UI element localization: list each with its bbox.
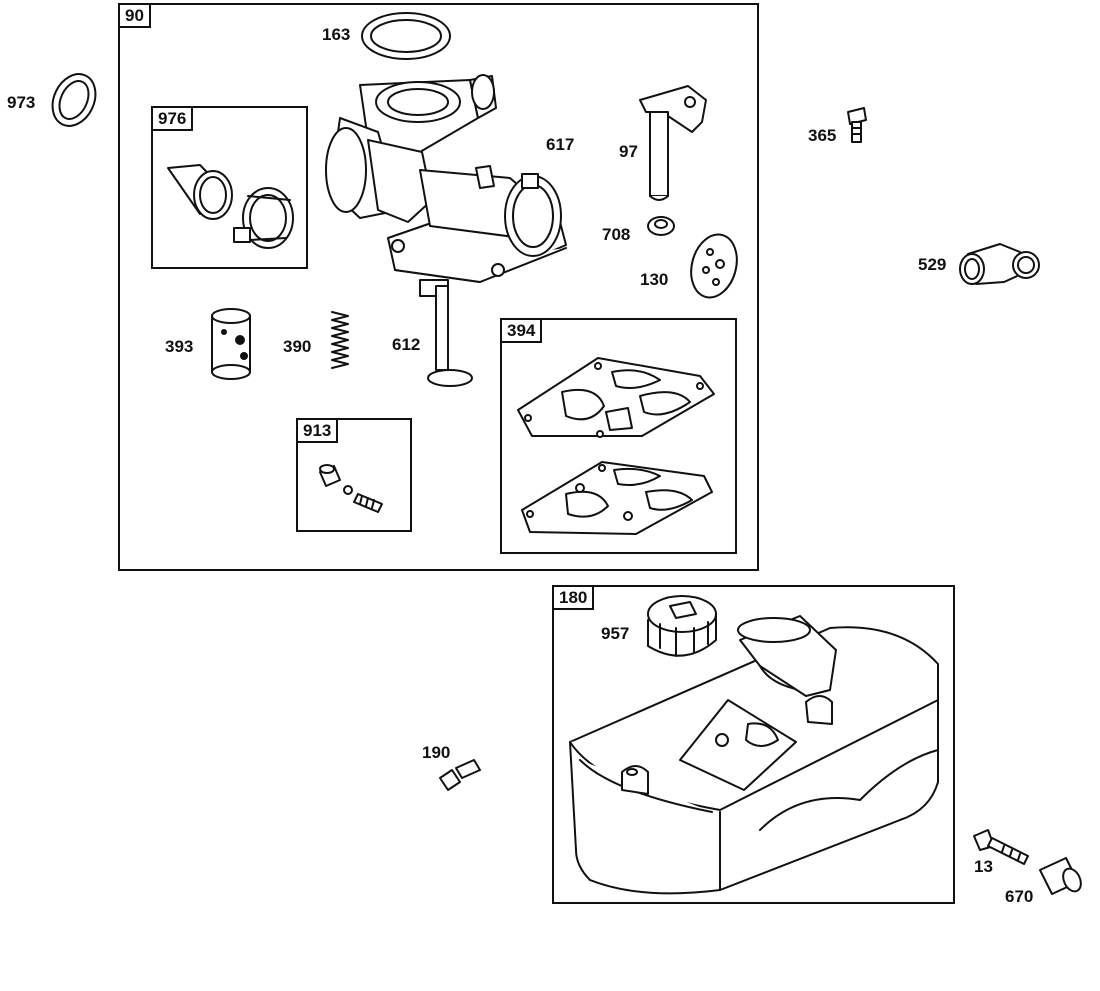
part-label-973: 973 <box>7 93 36 112</box>
part-612-needle <box>427 285 473 387</box>
part-label-190: 190 <box>422 743 451 762</box>
part-label-97: 97 <box>619 142 638 161</box>
part-97-throttle-shaft <box>639 85 707 201</box>
part-label-617: 617 <box>546 135 575 154</box>
part-13-bolt <box>973 829 1029 865</box>
part-90-carburetor <box>325 74 567 297</box>
part-label-529: 529 <box>918 255 947 274</box>
part-390-spring <box>331 311 349 369</box>
kit-label-913: 913 <box>296 418 339 443</box>
part-label-708: 708 <box>602 225 631 244</box>
part-394-gaskets <box>517 357 715 535</box>
part-365-screw <box>847 107 867 143</box>
part-913-valve-set <box>319 464 383 513</box>
part-529-elbow <box>959 243 1040 285</box>
part-label-612: 612 <box>392 335 421 354</box>
kit-label-976: 976 <box>151 106 194 131</box>
kit-box-394: 394 <box>500 318 737 554</box>
part-190-bolt <box>439 759 481 791</box>
part-163-gasket <box>361 12 451 60</box>
part-393-cylinder <box>211 308 251 380</box>
kit-box-90: 90 <box>118 3 759 571</box>
part-label-365: 365 <box>808 126 837 145</box>
part-label-957: 957 <box>601 624 630 643</box>
part-label-163: 163 <box>322 25 351 44</box>
part-708-washer <box>647 216 675 236</box>
part-976-sleeve-and-clip <box>167 164 294 249</box>
kit-label-394: 394 <box>500 318 543 343</box>
part-label-670: 670 <box>1005 887 1034 906</box>
kit-label-90: 90 <box>118 3 151 28</box>
part-130-plate <box>690 233 738 299</box>
part-670-spacer <box>1039 857 1082 895</box>
part-label-390: 390 <box>283 337 312 356</box>
kit-box-180: 180 <box>552 585 955 904</box>
kit-label-180: 180 <box>552 585 595 610</box>
part-957-fuel-cap <box>647 595 717 657</box>
part-label-13: 13 <box>974 857 993 876</box>
part-973-seal <box>51 73 97 127</box>
kit-box-976: 976 <box>151 106 308 269</box>
kit-box-913: 913 <box>296 418 412 532</box>
part-label-393: 393 <box>165 337 194 356</box>
part-180-fuel-tank <box>569 615 939 895</box>
part-label-130: 130 <box>640 270 669 289</box>
